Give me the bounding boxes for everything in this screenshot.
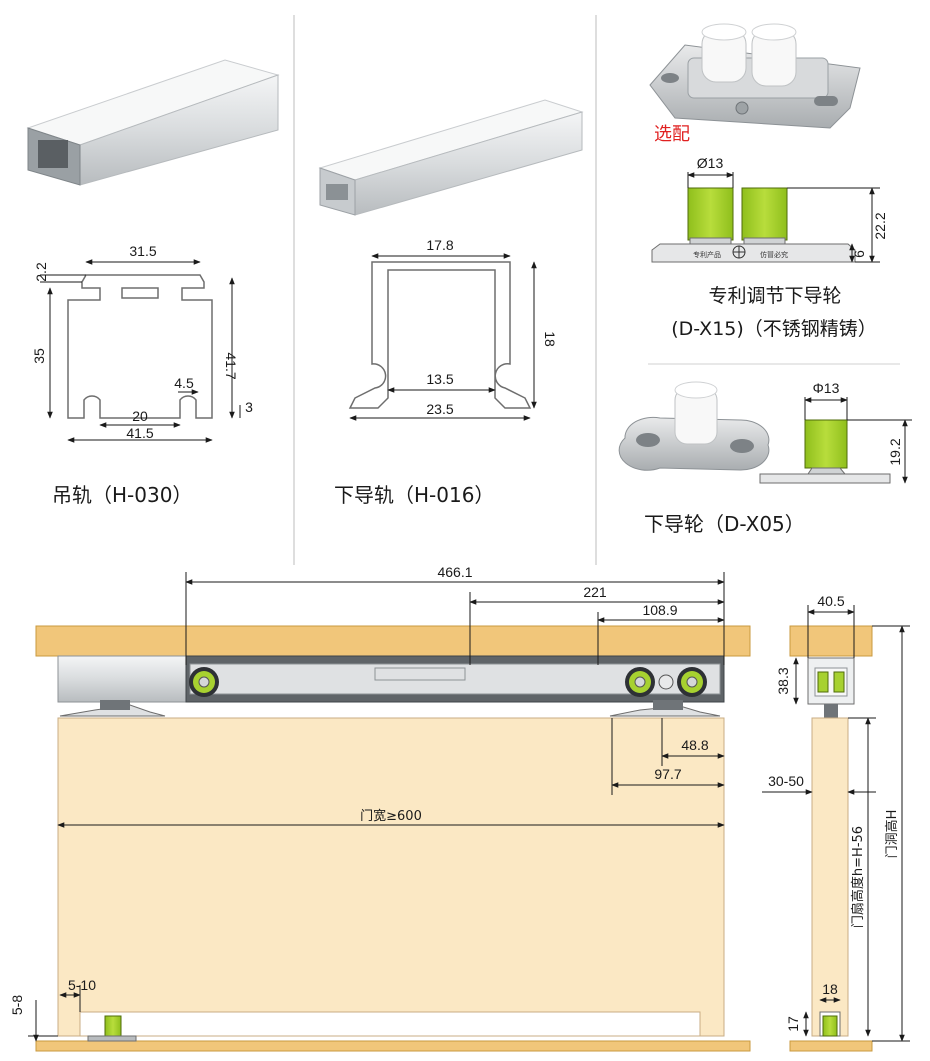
adjustable-wheel-dims <box>687 172 880 263</box>
door-bottom-groove <box>79 1011 701 1037</box>
hanging-rail-profile <box>67 274 213 419</box>
side-floor <box>789 1040 873 1052</box>
caption-dx05: 下导轮（D-X05） <box>644 512 805 536</box>
dim-h030-total-height: 41.7 <box>223 352 239 379</box>
dim-side-rail-height: 38.3 <box>775 667 791 694</box>
side-view <box>789 625 873 1052</box>
dim-front-48: 48.8 <box>681 737 708 753</box>
dim-dx05-height: 19.2 <box>887 438 903 465</box>
caption-dx15-line2: (D-X15)（不锈钢精铸） <box>671 318 877 340</box>
hanging-rail-photo <box>26 59 280 186</box>
door-leaf <box>57 717 725 1037</box>
dim-h016-height: 18 <box>542 331 558 347</box>
dim-h030-top-width: 31.5 <box>129 243 156 259</box>
dim-h030-bottom-width: 41.5 <box>126 425 153 441</box>
dim-door-width: 门宽≥600 <box>360 808 422 824</box>
dim-h030-top-thick: 2.2 <box>33 262 49 282</box>
dim-side-top-width: 40.5 <box>817 593 844 609</box>
dim-h030-bottom-step: 3 <box>245 399 253 415</box>
hanging-rail-dims <box>40 259 241 443</box>
dim-front-466: 466.1 <box>437 564 472 580</box>
dim-side-opening-height: 门洞高H <box>884 810 900 859</box>
dim-gap-side: 5-10 <box>68 977 96 993</box>
adjustable-wheel-photo <box>649 23 861 129</box>
dim-h030-slot: 4.5 <box>174 375 194 391</box>
guide-wheel-drawing <box>759 419 891 484</box>
dim-dx15-base: 6 <box>851 250 867 258</box>
side-view-dims <box>762 605 910 1042</box>
dim-side-bottom-width: 18 <box>822 981 838 997</box>
plate-text-patent: 专利产品 <box>693 250 721 259</box>
caption-dx15-line1: 专利调节下导轮 <box>708 285 841 307</box>
dim-side-door-thick: 30-50 <box>768 773 804 789</box>
guide-wheel-dims <box>804 397 912 484</box>
floor-strip <box>35 1040 751 1052</box>
front-view <box>35 625 751 1052</box>
floor-guide-wheel <box>104 1015 122 1037</box>
guide-rail-dims <box>349 253 537 421</box>
dim-front-221: 221 <box>583 584 607 600</box>
guide-wheel-photo <box>618 381 770 471</box>
guide-rail-photo <box>318 99 584 216</box>
rail-left-section <box>57 655 187 703</box>
dim-dx15-height: 22.2 <box>872 212 888 239</box>
dim-h030-height: 35 <box>31 348 47 364</box>
caption-h030: 吊轨（H-030） <box>52 483 192 507</box>
guide-rail-profile <box>348 261 532 409</box>
dim-front-97: 97.7 <box>654 766 681 782</box>
optional-label: 选配 <box>654 124 690 145</box>
dim-side-bottom-height: 17 <box>785 1016 801 1032</box>
front-view-dims <box>28 572 725 1042</box>
front-view-rollers <box>189 667 707 697</box>
plate-text-copy: 仿冒必究 <box>760 250 788 259</box>
adjustable-wheel-drawing <box>651 187 856 263</box>
caption-h016: 下导轨（H-016） <box>334 483 494 507</box>
dim-h016-bottom: 23.5 <box>426 401 453 417</box>
side-header-beam <box>789 625 873 657</box>
dim-gap-bottom: 5-8 <box>9 995 25 1015</box>
side-door <box>811 717 849 1037</box>
dim-front-108: 108.9 <box>642 602 677 618</box>
dim-dx15-diameter: Ø13 <box>697 155 724 171</box>
dim-side-door-height: 门扇高度h=H-56 <box>850 826 866 928</box>
dim-h030-bottom-inner: 20 <box>132 408 148 424</box>
header-beam <box>35 625 751 657</box>
dim-h016-inner: 13.5 <box>426 371 453 387</box>
dim-h016-top-width: 17.8 <box>426 237 453 253</box>
dim-dx05-diameter: Φ13 <box>813 380 840 396</box>
